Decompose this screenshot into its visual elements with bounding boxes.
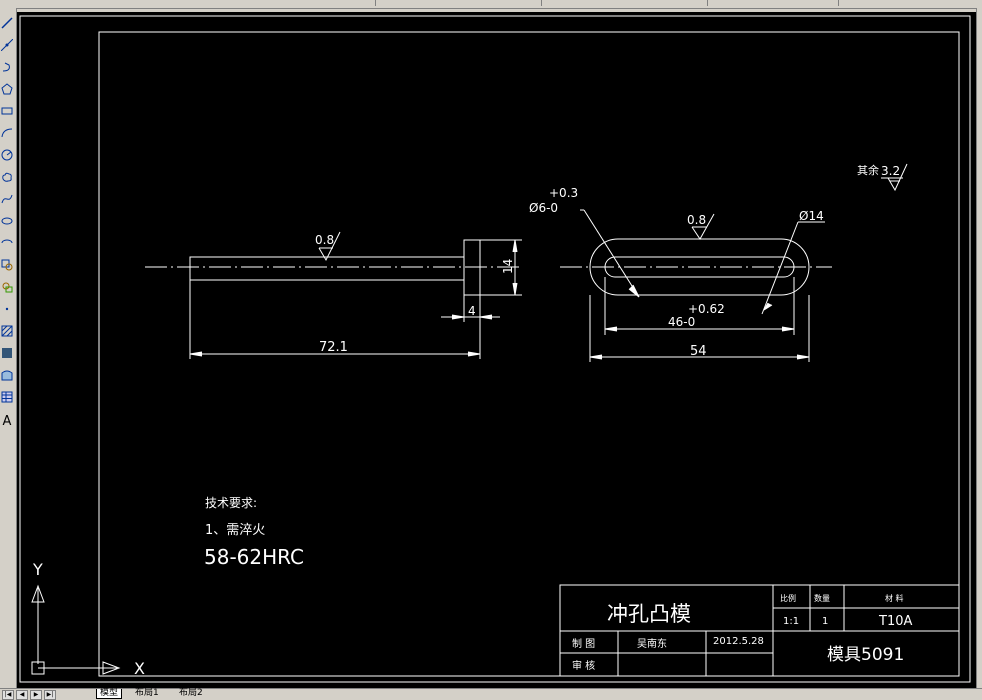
drawing-canvas[interactable]: 0.8 72.1 14 4 [17, 12, 976, 688]
toolbar-segment[interactable] [376, 0, 542, 6]
title-drawing-no: 模具5091 [827, 645, 904, 665]
part1-shank [189, 256, 465, 281]
part1-head [463, 239, 481, 296]
insert-block-icon[interactable] [0, 256, 14, 274]
title-drawn-by: 吴南东 [637, 637, 667, 650]
cad-drawing: 0.8 72.1 14 4 [19, 15, 971, 683]
part2-tol-upper-46: +0.62 [688, 302, 725, 316]
revision-cloud-icon[interactable] [0, 168, 14, 186]
table-icon[interactable] [0, 388, 14, 406]
region-icon[interactable] [0, 366, 14, 384]
make-block-icon[interactable] [0, 278, 14, 296]
part1-dim-length: 72.1 [319, 340, 348, 355]
part2-dim-dia6: Ø6-0 [529, 201, 558, 215]
next-tab-icon[interactable]: ▶ [30, 690, 42, 700]
title-material-label: 材 料 [885, 593, 904, 603]
part1-roughness-label: 0.8 [315, 233, 334, 247]
arc-icon[interactable] [0, 124, 14, 142]
part2-dim-46: 46-0 [668, 315, 695, 329]
rectangle-icon[interactable] [0, 102, 14, 120]
title-scale-value: 1:1 [783, 616, 799, 627]
polygon-icon[interactable] [0, 80, 14, 98]
part2-dim-54: 54 [690, 344, 707, 359]
tech-req-title: 技术要求: [205, 496, 257, 510]
toolbar-segment[interactable] [542, 0, 708, 6]
tab-layout2[interactable]: 布局2 [179, 688, 203, 698]
prev-tab-icon[interactable]: ◀ [16, 690, 28, 700]
top-toolbar-strip [0, 0, 982, 9]
other-roughness-label: 其余 [857, 163, 879, 177]
layout-tab-bar: |◀ ◀ ▶ ▶| 模型 布局1 布局2 [0, 688, 982, 700]
part2-inner-slot [604, 256, 795, 278]
part2-tol-upper-6: +0.3 [549, 186, 578, 200]
title-material-value: T10A [878, 614, 912, 629]
part2-dim-dia14: Ø14 [799, 209, 824, 223]
polyline-icon[interactable] [0, 58, 14, 76]
title-qty-label: 数量 [814, 593, 830, 603]
draw-toolbar: A [0, 8, 17, 688]
construction-line-icon[interactable] [0, 36, 14, 54]
part2-dia6-leader [583, 209, 640, 298]
ellipse-arc-icon[interactable] [0, 234, 14, 252]
tab-layout1[interactable]: 布局1 [135, 688, 159, 698]
line-tool-icon[interactable] [0, 14, 14, 32]
title-qty-value: 1 [822, 616, 828, 627]
title-check-label: 审 核 [572, 659, 595, 672]
ucs-y-label: Y [32, 560, 43, 579]
title-block[interactable] [559, 584, 960, 677]
sheet-outer-border [19, 15, 971, 683]
other-roughness-value: 3.2 [881, 164, 900, 178]
point-icon[interactable] [0, 300, 14, 318]
part1-dim-head-thk: 4 [468, 304, 476, 318]
tech-req-line2: 58-62HRC [204, 545, 304, 569]
ucs-icon [31, 584, 121, 675]
toolbar-segment[interactable] [708, 0, 839, 6]
tech-req-line1: 1、需淬火 [205, 523, 265, 538]
circle-icon[interactable] [0, 146, 14, 164]
other-roughness-symbol [881, 163, 908, 192]
ellipse-icon[interactable] [0, 212, 14, 230]
part1-side-view[interactable] [145, 231, 522, 359]
title-drawn-label: 制 图 [572, 637, 595, 650]
part1-dim-head-dia: 14 [501, 259, 515, 274]
sheet-inner-border [98, 31, 960, 677]
part2-roughness-label: 0.8 [687, 213, 706, 227]
title-date: 2012.5.28 [713, 636, 764, 647]
ucs-x-label: X [134, 659, 145, 678]
gradient-icon[interactable] [0, 344, 14, 362]
vertical-scrollbar[interactable] [976, 8, 982, 688]
title-scale-label: 比例 [780, 593, 796, 603]
part2-dia14-leader [761, 221, 799, 315]
multiline-text-icon[interactable]: A [2, 413, 12, 429]
part1-roughness-symbol [318, 231, 341, 262]
part2-roughness-symbol [691, 213, 715, 240]
part2-top-view[interactable] [560, 209, 832, 362]
toolbar-segment[interactable] [0, 0, 376, 6]
title-part-name: 冲孔凸模 [607, 602, 691, 626]
last-tab-icon[interactable]: ▶| [44, 690, 56, 700]
first-tab-icon[interactable]: |◀ [2, 690, 14, 700]
hatch-icon[interactable] [0, 322, 14, 340]
spline-icon[interactable] [0, 190, 14, 208]
